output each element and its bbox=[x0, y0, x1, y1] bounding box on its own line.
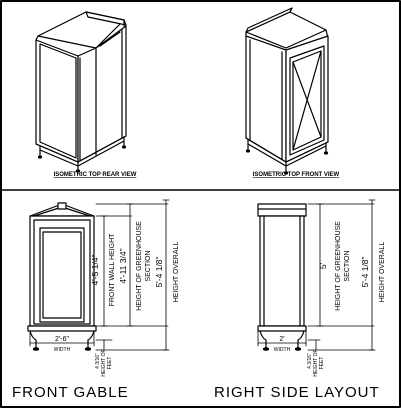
door-frame bbox=[289, 45, 325, 156]
side-overall-height-value: 5'-4 1/8" bbox=[360, 256, 370, 287]
front-gable-elevation bbox=[27, 202, 97, 351]
side-feet-caption-2: FEET bbox=[319, 357, 325, 370]
side-greenhouse-caption-2: SECTION bbox=[344, 250, 351, 281]
right-side-title: RIGHT SIDE LAYOUT bbox=[214, 384, 380, 401]
side-greenhouse-height-value: 5' bbox=[318, 262, 328, 269]
side-width-caption: WIDTH bbox=[274, 347, 291, 353]
gable-wall-height-caption: FRONT WALL HEIGHT bbox=[109, 233, 116, 307]
gable-feet-caption-2: FEET bbox=[107, 357, 113, 370]
gable-greenhouse-caption-2: SECTION bbox=[145, 250, 152, 281]
side-feet-caption-1: HEIGHT OF bbox=[313, 349, 319, 376]
gable-width-value: 2'-6" bbox=[55, 336, 69, 343]
front-gable-dimensions bbox=[29, 199, 170, 351]
gable-greenhouse-height-value: 4'-11 3/4" bbox=[118, 248, 128, 283]
gable-overall-caption: HEIGHT OVERALL bbox=[173, 242, 180, 303]
side-overall-caption: HEIGHT OVERALL bbox=[379, 242, 386, 303]
side-feet-value: 4 3/16" bbox=[307, 353, 313, 369]
right-side-dimensions bbox=[257, 199, 376, 351]
right-side-elevation bbox=[257, 203, 307, 351]
gable-feet-value: 4 3/16" bbox=[95, 353, 101, 369]
side-width-value: 2' bbox=[279, 336, 284, 343]
front-gable-title: FRONT GABLE bbox=[12, 384, 129, 401]
iso-rear-caption: ISOMETRIC TOP REAR VIEW bbox=[54, 172, 137, 178]
iso-front-caption: ISOMETRIC TOP FRONT VIEW bbox=[253, 172, 340, 178]
gable-wall-height-value: 4'-5 1/4" bbox=[90, 254, 100, 285]
iso-front-view bbox=[245, 7, 329, 175]
gable-width-caption: WIDTH bbox=[54, 347, 71, 353]
gable-overall-height-value: 5'-4 1/8" bbox=[154, 256, 164, 287]
gable-feet-caption-1: HEIGHT OF bbox=[101, 349, 107, 376]
gable-greenhouse-caption-1: HEIGHT OF GREENHOUSE bbox=[136, 221, 143, 311]
gable-door bbox=[39, 227, 85, 323]
side-greenhouse-caption-1: HEIGHT OF GREENHOUSE bbox=[335, 221, 342, 311]
iso-rear-view bbox=[35, 11, 127, 173]
